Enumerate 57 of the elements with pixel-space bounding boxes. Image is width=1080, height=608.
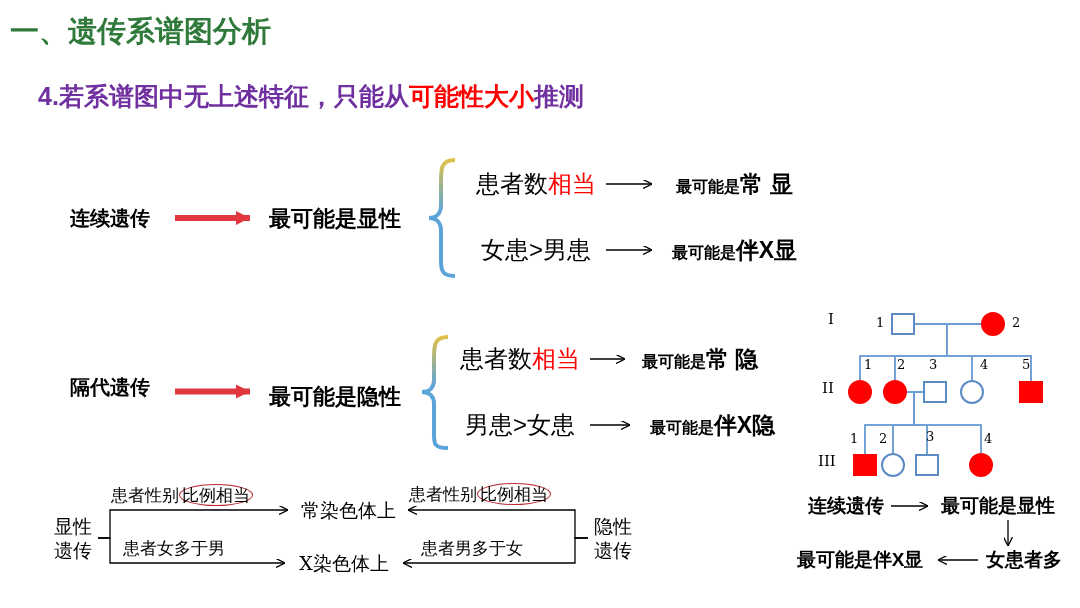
concept-text: 最可能是常 隐: [625, 342, 775, 376]
arrow: [97, 537, 286, 569]
arrow: [605, 244, 653, 256]
member-number: 1: [850, 432, 859, 445]
connector-line: [946, 323, 1032, 382]
member-number: 1: [876, 316, 885, 329]
concept-text: 最可能是伴X显: [782, 546, 938, 574]
concept-text: 常染色体上: [288, 496, 408, 524]
subtitle: 4.若系谱图中无上述特征，只能从可能性大小推测: [38, 81, 584, 112]
member-number: 5: [1022, 358, 1031, 371]
arrow: [1002, 519, 1014, 547]
arrow: [890, 500, 929, 512]
concept-text: 连续遗传: [45, 200, 175, 236]
pedigree-square: [1019, 381, 1043, 403]
concept-text: 最可能是隐性: [250, 378, 420, 414]
concept-text: 最可能是常 显: [652, 168, 817, 200]
generation-numeral: II: [822, 381, 834, 396]
edge-label: 患者女多于男: [122, 537, 226, 559]
generation-numeral: I: [828, 312, 834, 327]
arrow: [175, 211, 250, 225]
pedigree-square: [923, 381, 947, 403]
edge-label: 患者男多于女: [420, 537, 524, 559]
concept-text: 最可能是显性: [250, 200, 420, 236]
arrow: [402, 537, 589, 569]
generation-numeral: III: [818, 454, 836, 469]
concept-text: 患者数相当: [466, 166, 606, 202]
edge-label: 患者性别比例相当: [110, 484, 254, 506]
pedigree-square: [891, 313, 915, 335]
member-number: 2: [897, 358, 906, 371]
member-number: 1: [864, 358, 873, 371]
concept-text: 最可能是伴X隐: [630, 408, 795, 442]
concept-text: 女患者多: [978, 546, 1070, 574]
concept-text: 患者数相当: [450, 340, 590, 378]
member-number: 4: [980, 358, 989, 371]
concept-text: 女患>男患: [466, 230, 606, 270]
concept-text: X染色体上: [285, 549, 403, 577]
concept-text: 最可能是显性: [928, 492, 1068, 520]
arrow: [589, 419, 631, 431]
concept-text: 显性遗传: [48, 512, 98, 564]
pedigree-square: [915, 454, 939, 476]
arrow: [589, 353, 626, 365]
edge-label: 患者性别比例相当: [408, 483, 552, 505]
concept-text: 连续遗传: [801, 492, 891, 520]
concept-text: 最可能是伴X显: [652, 234, 817, 266]
member-number: 4: [984, 432, 993, 445]
arrow: [937, 554, 979, 566]
member-number: 3: [926, 430, 935, 443]
concept-text: 男患>女患: [450, 406, 590, 444]
arrow: [605, 178, 653, 190]
slide-title: 一、遗传系谱图分析: [10, 14, 271, 49]
member-number: 2: [1012, 316, 1021, 329]
concept-text: 隐性遗传: [588, 512, 638, 564]
member-number: 3: [929, 358, 938, 371]
concept-text: 隔代遗传: [45, 369, 175, 405]
member-number: 2: [879, 432, 888, 445]
arrow: [175, 384, 250, 399]
pedigree-square: [853, 454, 877, 476]
